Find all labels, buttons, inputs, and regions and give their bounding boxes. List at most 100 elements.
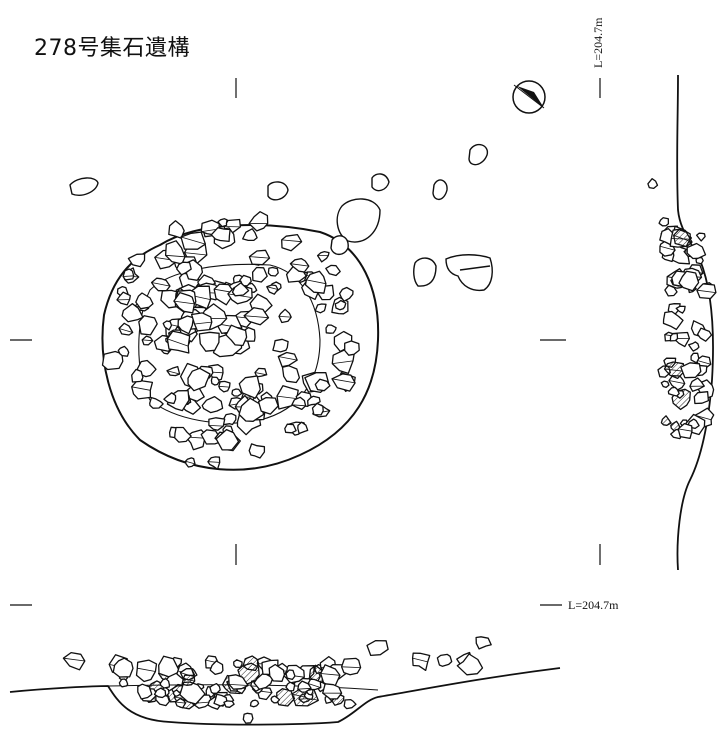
stone-facet-line — [142, 339, 153, 342]
stone — [208, 417, 226, 431]
stone-facet-line — [123, 275, 134, 277]
stone — [168, 220, 185, 239]
section-bottom — [9, 667, 561, 726]
stone — [366, 640, 389, 657]
stone-facet-line — [173, 300, 195, 305]
stone — [135, 292, 154, 310]
stone — [314, 303, 327, 314]
stone-facet-line — [664, 368, 685, 372]
stone — [281, 365, 301, 384]
stone-facet-line — [254, 372, 267, 376]
stone — [209, 682, 221, 694]
stone — [311, 402, 324, 416]
stone — [285, 681, 296, 692]
stone — [268, 663, 286, 682]
stone — [281, 233, 303, 252]
north-arrow-icon — [512, 80, 546, 114]
stone — [344, 340, 360, 356]
stone — [675, 305, 686, 314]
stone — [209, 660, 224, 676]
stone-facet-line — [696, 359, 711, 365]
stone-facet-line — [278, 316, 292, 318]
stone-facet-line — [678, 428, 693, 432]
stone-facet-line — [166, 370, 180, 375]
level-label-horizontal: L=204.7m — [568, 598, 619, 612]
stone — [174, 426, 192, 443]
stone — [121, 303, 144, 323]
stone — [662, 310, 684, 331]
stone — [284, 423, 297, 434]
stone — [112, 657, 134, 678]
hatched-stone-icon — [660, 415, 672, 426]
stone — [158, 655, 181, 678]
stone-facet-line — [180, 236, 206, 245]
stone-facet-line — [659, 245, 676, 251]
stone — [149, 396, 164, 409]
stone-facet-line — [320, 673, 340, 676]
section-bottom-stones — [62, 636, 492, 724]
stone — [176, 261, 192, 276]
stone-facet-line — [165, 254, 186, 258]
section-right — [676, 74, 714, 571]
stone — [272, 338, 289, 353]
stone-facet-line — [281, 239, 302, 243]
stone — [680, 362, 702, 379]
stone-facet-line — [307, 683, 321, 688]
stone — [242, 228, 258, 242]
stone — [436, 653, 453, 667]
stone — [475, 636, 492, 650]
stone-facet-line — [244, 315, 269, 319]
stone — [225, 324, 248, 347]
hatched-stone-icon — [673, 228, 693, 248]
stone — [291, 396, 307, 411]
stone — [131, 368, 144, 383]
stone-facet-line — [331, 378, 356, 384]
stone — [159, 678, 171, 689]
stone — [278, 308, 292, 324]
stone — [689, 377, 705, 392]
stone — [62, 651, 86, 671]
stone — [137, 683, 153, 700]
stone — [138, 315, 158, 336]
stone — [297, 421, 309, 435]
stone — [695, 232, 706, 242]
stone — [166, 330, 191, 354]
stone — [664, 284, 678, 297]
stone-facet-line — [118, 328, 133, 333]
stone — [325, 324, 337, 334]
stone — [210, 227, 231, 243]
stone-facet-line — [297, 687, 312, 690]
stone — [267, 266, 279, 277]
stone — [201, 395, 224, 414]
stone — [266, 284, 279, 295]
stone — [117, 345, 130, 357]
stone — [658, 217, 670, 227]
stone-facet-line — [175, 701, 186, 704]
stone — [162, 320, 173, 331]
stone-facet-line — [184, 252, 207, 256]
stone — [172, 689, 182, 698]
stone-facet-line — [673, 234, 693, 243]
stone — [185, 429, 206, 451]
stone-facet-line — [131, 386, 151, 391]
stone — [131, 379, 154, 400]
stone-facet-line — [167, 338, 189, 347]
stone — [669, 332, 679, 342]
pit-plan — [101, 224, 380, 471]
stone — [314, 378, 331, 392]
outlying-stones — [69, 143, 493, 292]
stone-facet-line — [249, 256, 270, 259]
stone-facet-line — [341, 666, 361, 668]
hatched-stone-icon — [242, 655, 260, 672]
stone-facet-line — [208, 425, 224, 427]
stone — [647, 178, 659, 190]
stone — [667, 386, 680, 397]
stone — [334, 299, 347, 311]
stone-facet-line — [194, 321, 212, 325]
stone-facet-line — [137, 667, 156, 672]
stone — [249, 699, 260, 708]
stone-facet-line — [185, 460, 196, 465]
stone-facet-line — [290, 263, 309, 267]
stone — [343, 698, 357, 710]
stone-facet-line — [412, 657, 428, 663]
